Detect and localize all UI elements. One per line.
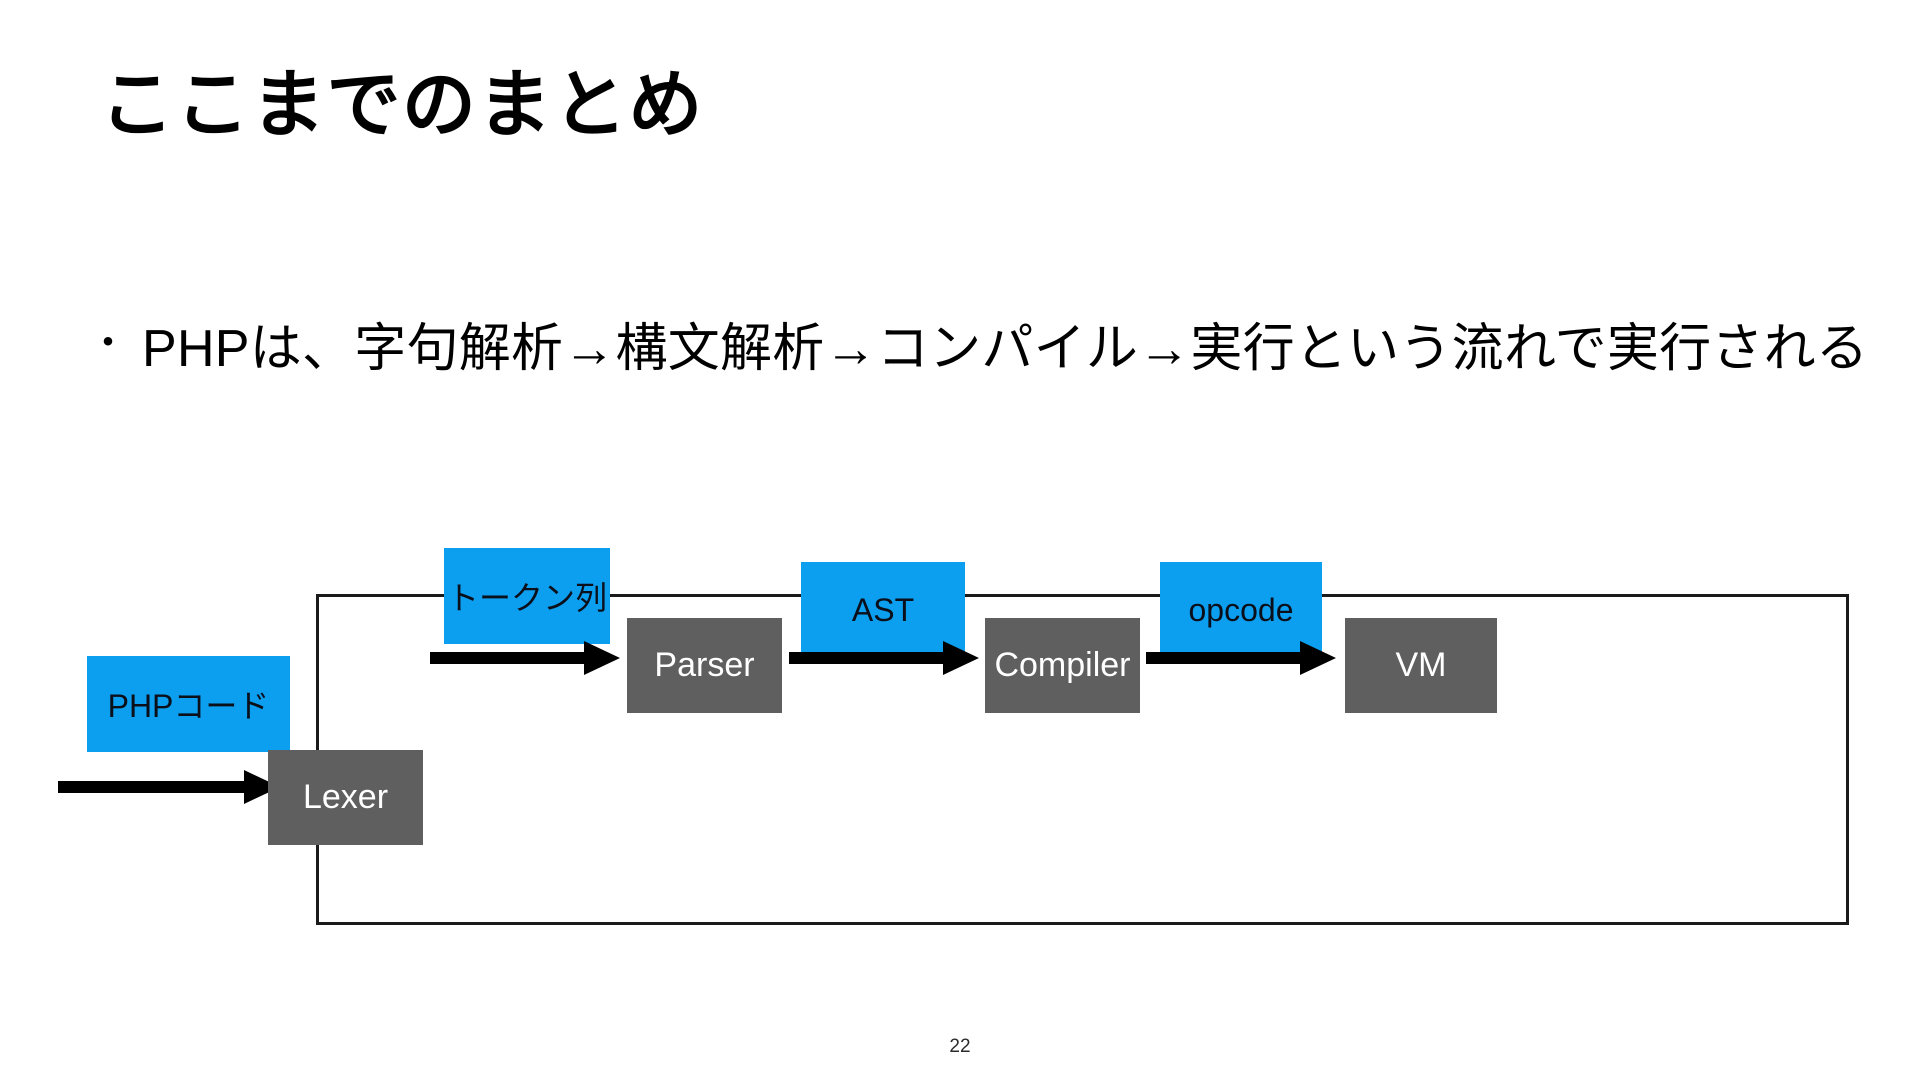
stage-box-vm-label: VM: [1395, 646, 1447, 684]
data-box-token-stream-label: トークン列: [446, 580, 607, 616]
bullet-marker-icon: ・: [88, 321, 128, 365]
data-box-phpcode-label: PHPコード: [107, 688, 270, 724]
data-box-ast: AST: [801, 562, 965, 658]
data-box-opcode: opcode: [1160, 562, 1322, 658]
data-box-token-stream: トークン列: [444, 548, 610, 644]
bullet-text: PHPは、字句解析→構文解析→コンパイル→実行という流れで実行される: [142, 320, 1869, 378]
data-box-phpcode: PHPコード: [87, 656, 290, 752]
stage-box-compiler: Compiler: [985, 618, 1140, 713]
stage-box-parser: Parser: [627, 618, 782, 713]
arrow-compiler-to-vm: [1146, 641, 1336, 675]
arrow-phpcode-to-lexer: [58, 770, 280, 804]
stage-box-lexer: Lexer: [268, 750, 423, 845]
data-box-opcode-label: opcode: [1188, 591, 1294, 628]
stage-box-vm: VM: [1345, 618, 1497, 713]
page-title: ここまでのまとめ: [100, 63, 704, 146]
stage-box-lexer-label: Lexer: [302, 778, 389, 816]
arrow-parser-to-compiler: [789, 641, 979, 675]
stage-box-compiler-label: Compiler: [994, 646, 1131, 684]
bullet-list-item: ・ PHPは、字句解析→構文解析→コンパイル→実行という流れで実行される: [88, 318, 1868, 380]
data-box-ast-label: AST: [851, 591, 915, 628]
page-number: 22: [949, 1036, 971, 1057]
stage-box-parser-label: Parser: [654, 646, 755, 684]
arrow-lexer-to-parser: [430, 641, 620, 675]
